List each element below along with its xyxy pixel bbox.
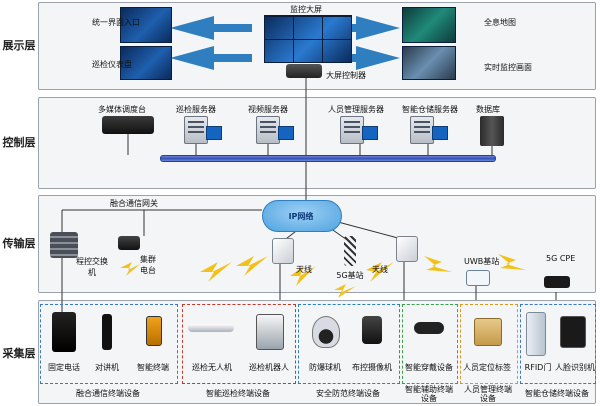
left-antenna-device	[272, 238, 294, 264]
live-view-screen	[402, 46, 456, 80]
personnel-server-device	[340, 116, 364, 144]
face-reader-device	[560, 316, 586, 348]
personnel-group-label: 人员管理终端设备	[464, 385, 512, 403]
warehouse-group-label: 智能仓储终端设备	[525, 389, 589, 398]
trunk-station-label: 集群电台	[140, 255, 156, 275]
warehouse-group	[520, 304, 596, 384]
wireless-bolt	[498, 254, 526, 270]
smart-terminal-device	[146, 316, 162, 346]
cpe-5g-device	[544, 276, 570, 288]
gateway-label: 融合通信网关	[110, 199, 158, 208]
unified-entry-label: 统一界面入口	[92, 18, 140, 27]
arrow-to-gis-map	[318, 16, 400, 40]
arrow-to-dashboard	[170, 46, 252, 70]
right-antenna-device	[396, 236, 418, 262]
uwb-station-device	[466, 270, 490, 286]
patrol-group-label: 智能巡检终端设备	[206, 389, 270, 398]
ip-network-label: IP网络	[288, 212, 314, 221]
storage-server-label: 智能仓储服务器	[402, 105, 458, 114]
wireless-bolt	[120, 262, 140, 276]
dispatch-console-label: 多媒体调度台	[98, 105, 146, 114]
drone-device	[188, 324, 234, 332]
robot-device	[256, 314, 284, 350]
video-server-label: 视频服务器	[248, 105, 288, 114]
base-station-5g-label: 5G基站	[336, 271, 364, 280]
rfid-gate-label: RFID门	[524, 363, 552, 372]
database-label: 数据库	[476, 105, 500, 114]
personnel-group	[460, 304, 518, 384]
database-device	[480, 116, 504, 146]
base-station-5g-device	[344, 236, 356, 266]
wireless-bolt	[200, 262, 232, 282]
cpe-5g-label: 5G CPE	[546, 254, 576, 263]
pbx-label: 程控交换机	[76, 257, 108, 277]
storage-server-device	[410, 116, 434, 144]
ip-network-cloud	[262, 200, 342, 232]
drone-label: 巡检无人机	[192, 363, 232, 372]
wearable-device	[414, 322, 444, 334]
robot-label: 巡检机器人	[249, 363, 289, 372]
wearable-label: 智能穿戴设备	[405, 363, 453, 372]
rfid-gate-device	[526, 312, 546, 356]
arrow-to-live-view	[318, 46, 400, 70]
wall-controller-label: 大屏控制器	[326, 71, 366, 80]
live-view-label: 实时监控画面	[484, 63, 532, 72]
layer-label-display: 展示层	[2, 39, 36, 52]
security-group-label: 安全防范终端设备	[316, 389, 380, 398]
video-wall-label: 监控大屏	[290, 5, 322, 14]
dashboard-screen	[120, 46, 172, 80]
smart-terminal-label: 智能终端	[137, 363, 169, 372]
pt-camera-device	[362, 316, 382, 344]
left-antenna-label: 天线	[296, 265, 312, 274]
locator-tag-label: 人员定位标签	[463, 363, 511, 372]
personnel-server-label: 人员管理服务器	[328, 105, 384, 114]
layer-label-control: 控制层	[2, 136, 36, 149]
fusion-comm-group-label: 融合通信终端设备	[76, 389, 140, 398]
walkie-label: 对讲机	[95, 363, 119, 372]
wireless-bolt	[290, 266, 316, 286]
unified-entry-screen	[120, 7, 172, 43]
pbx-device	[50, 232, 78, 258]
landline-label: 固定电话	[48, 363, 80, 372]
fusion-comm-group	[40, 304, 178, 384]
right-antenna-label: 天线	[372, 265, 388, 274]
layer-label-collection: 采集层	[2, 347, 36, 360]
control-bus	[160, 155, 496, 162]
collection-layer-frame	[38, 300, 596, 404]
dome-camera-label: 防爆球机	[309, 363, 341, 372]
patrol-server-monitor	[206, 126, 222, 140]
storage-server-monitor	[432, 126, 448, 140]
video-server-device	[256, 116, 280, 144]
auxiliary-group-label: 智能辅助终端设备	[405, 385, 453, 403]
face-reader-label: 人脸识别机	[555, 363, 595, 372]
wireless-bolt	[334, 284, 356, 298]
gis-map-screen	[402, 7, 456, 43]
video-wall	[264, 15, 352, 63]
trunk-station-device	[118, 236, 140, 250]
walkie-device	[102, 314, 112, 350]
landline-device	[52, 312, 76, 352]
security-group	[298, 304, 400, 384]
personnel-server-monitor	[362, 126, 378, 140]
gis-map-label: 全息地图	[484, 18, 516, 27]
locator-tag-device	[474, 318, 502, 346]
wireless-bolt	[236, 256, 268, 276]
video-server-monitor	[278, 126, 294, 140]
patrol-group	[182, 304, 296, 384]
uwb-station-label: UWB基站	[464, 257, 500, 266]
patrol-server-label: 巡检服务器	[176, 105, 216, 114]
auxiliary-group	[402, 304, 458, 384]
dashboard-label: 巡检仪表盘	[92, 60, 132, 69]
dispatch-console-device	[102, 116, 154, 134]
layer-label-transport: 传输层	[2, 237, 36, 250]
arrow-to-unified-entry	[170, 16, 252, 40]
wall-controller-device	[286, 64, 322, 78]
pt-camera-label: 布控摄像机	[352, 363, 392, 372]
wireless-bolt	[424, 256, 452, 272]
dome-camera-device	[312, 316, 340, 348]
patrol-server-device	[184, 116, 208, 144]
wireless-bolt	[366, 262, 394, 282]
